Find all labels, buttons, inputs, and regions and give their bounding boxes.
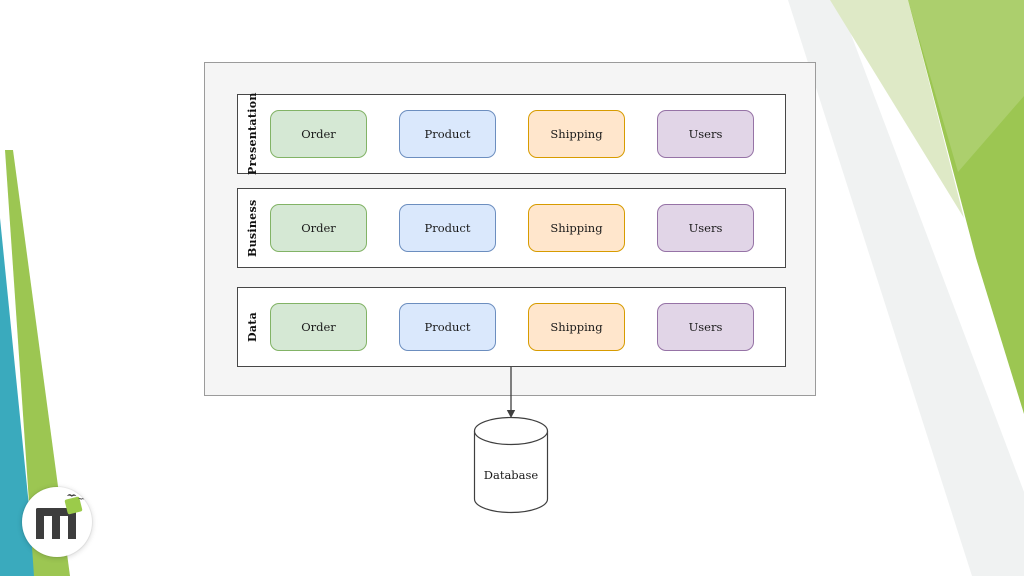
logo-bird-icon xyxy=(67,494,77,497)
module-shipping: Shipping xyxy=(528,204,625,252)
arrowhead-icon xyxy=(506,410,516,418)
database-label: Database xyxy=(483,468,539,482)
module-product: Product xyxy=(399,303,496,351)
layer-data: Data Order Product Shipping Users xyxy=(237,287,786,367)
module-product: Product xyxy=(399,204,496,252)
teal-wedge-bottom-left-shape xyxy=(0,218,36,576)
layer-presentation: Presentation Order Product Shipping User… xyxy=(237,92,786,176)
m-logo-icon xyxy=(36,494,85,539)
cylinder-shape xyxy=(473,416,549,514)
logo-badge xyxy=(22,487,92,557)
module-users: Users xyxy=(657,204,754,252)
module-order: Order xyxy=(270,303,367,351)
module-users: Users xyxy=(657,110,754,158)
module-shipping: Shipping xyxy=(528,303,625,351)
module-product: Product xyxy=(399,110,496,158)
module-order: Order xyxy=(270,204,367,252)
green-wedge-top-right-shape xyxy=(908,0,1024,414)
layer-presentation-label: Presentation xyxy=(246,92,259,176)
green-wedge-highlight-shape xyxy=(908,0,1024,172)
layer-business: Business Order Product Shipping Users xyxy=(237,188,786,268)
gray-wedge-shape xyxy=(788,0,1024,576)
logo-leaf-square xyxy=(64,496,83,515)
logo-bird-icon xyxy=(78,498,85,500)
logo-m-glyph xyxy=(36,508,76,539)
pale-green-wedge-shape xyxy=(830,0,964,218)
module-order: Order xyxy=(270,110,367,158)
module-shipping: Shipping xyxy=(528,110,625,158)
database-cylinder: Database xyxy=(471,416,551,514)
layer-business-label: Business xyxy=(246,199,259,257)
data-to-database-arrow xyxy=(506,367,516,418)
green-wedge-bottom-left-shape xyxy=(5,150,70,576)
layer-data-label: Data xyxy=(246,311,259,343)
module-users: Users xyxy=(657,303,754,351)
